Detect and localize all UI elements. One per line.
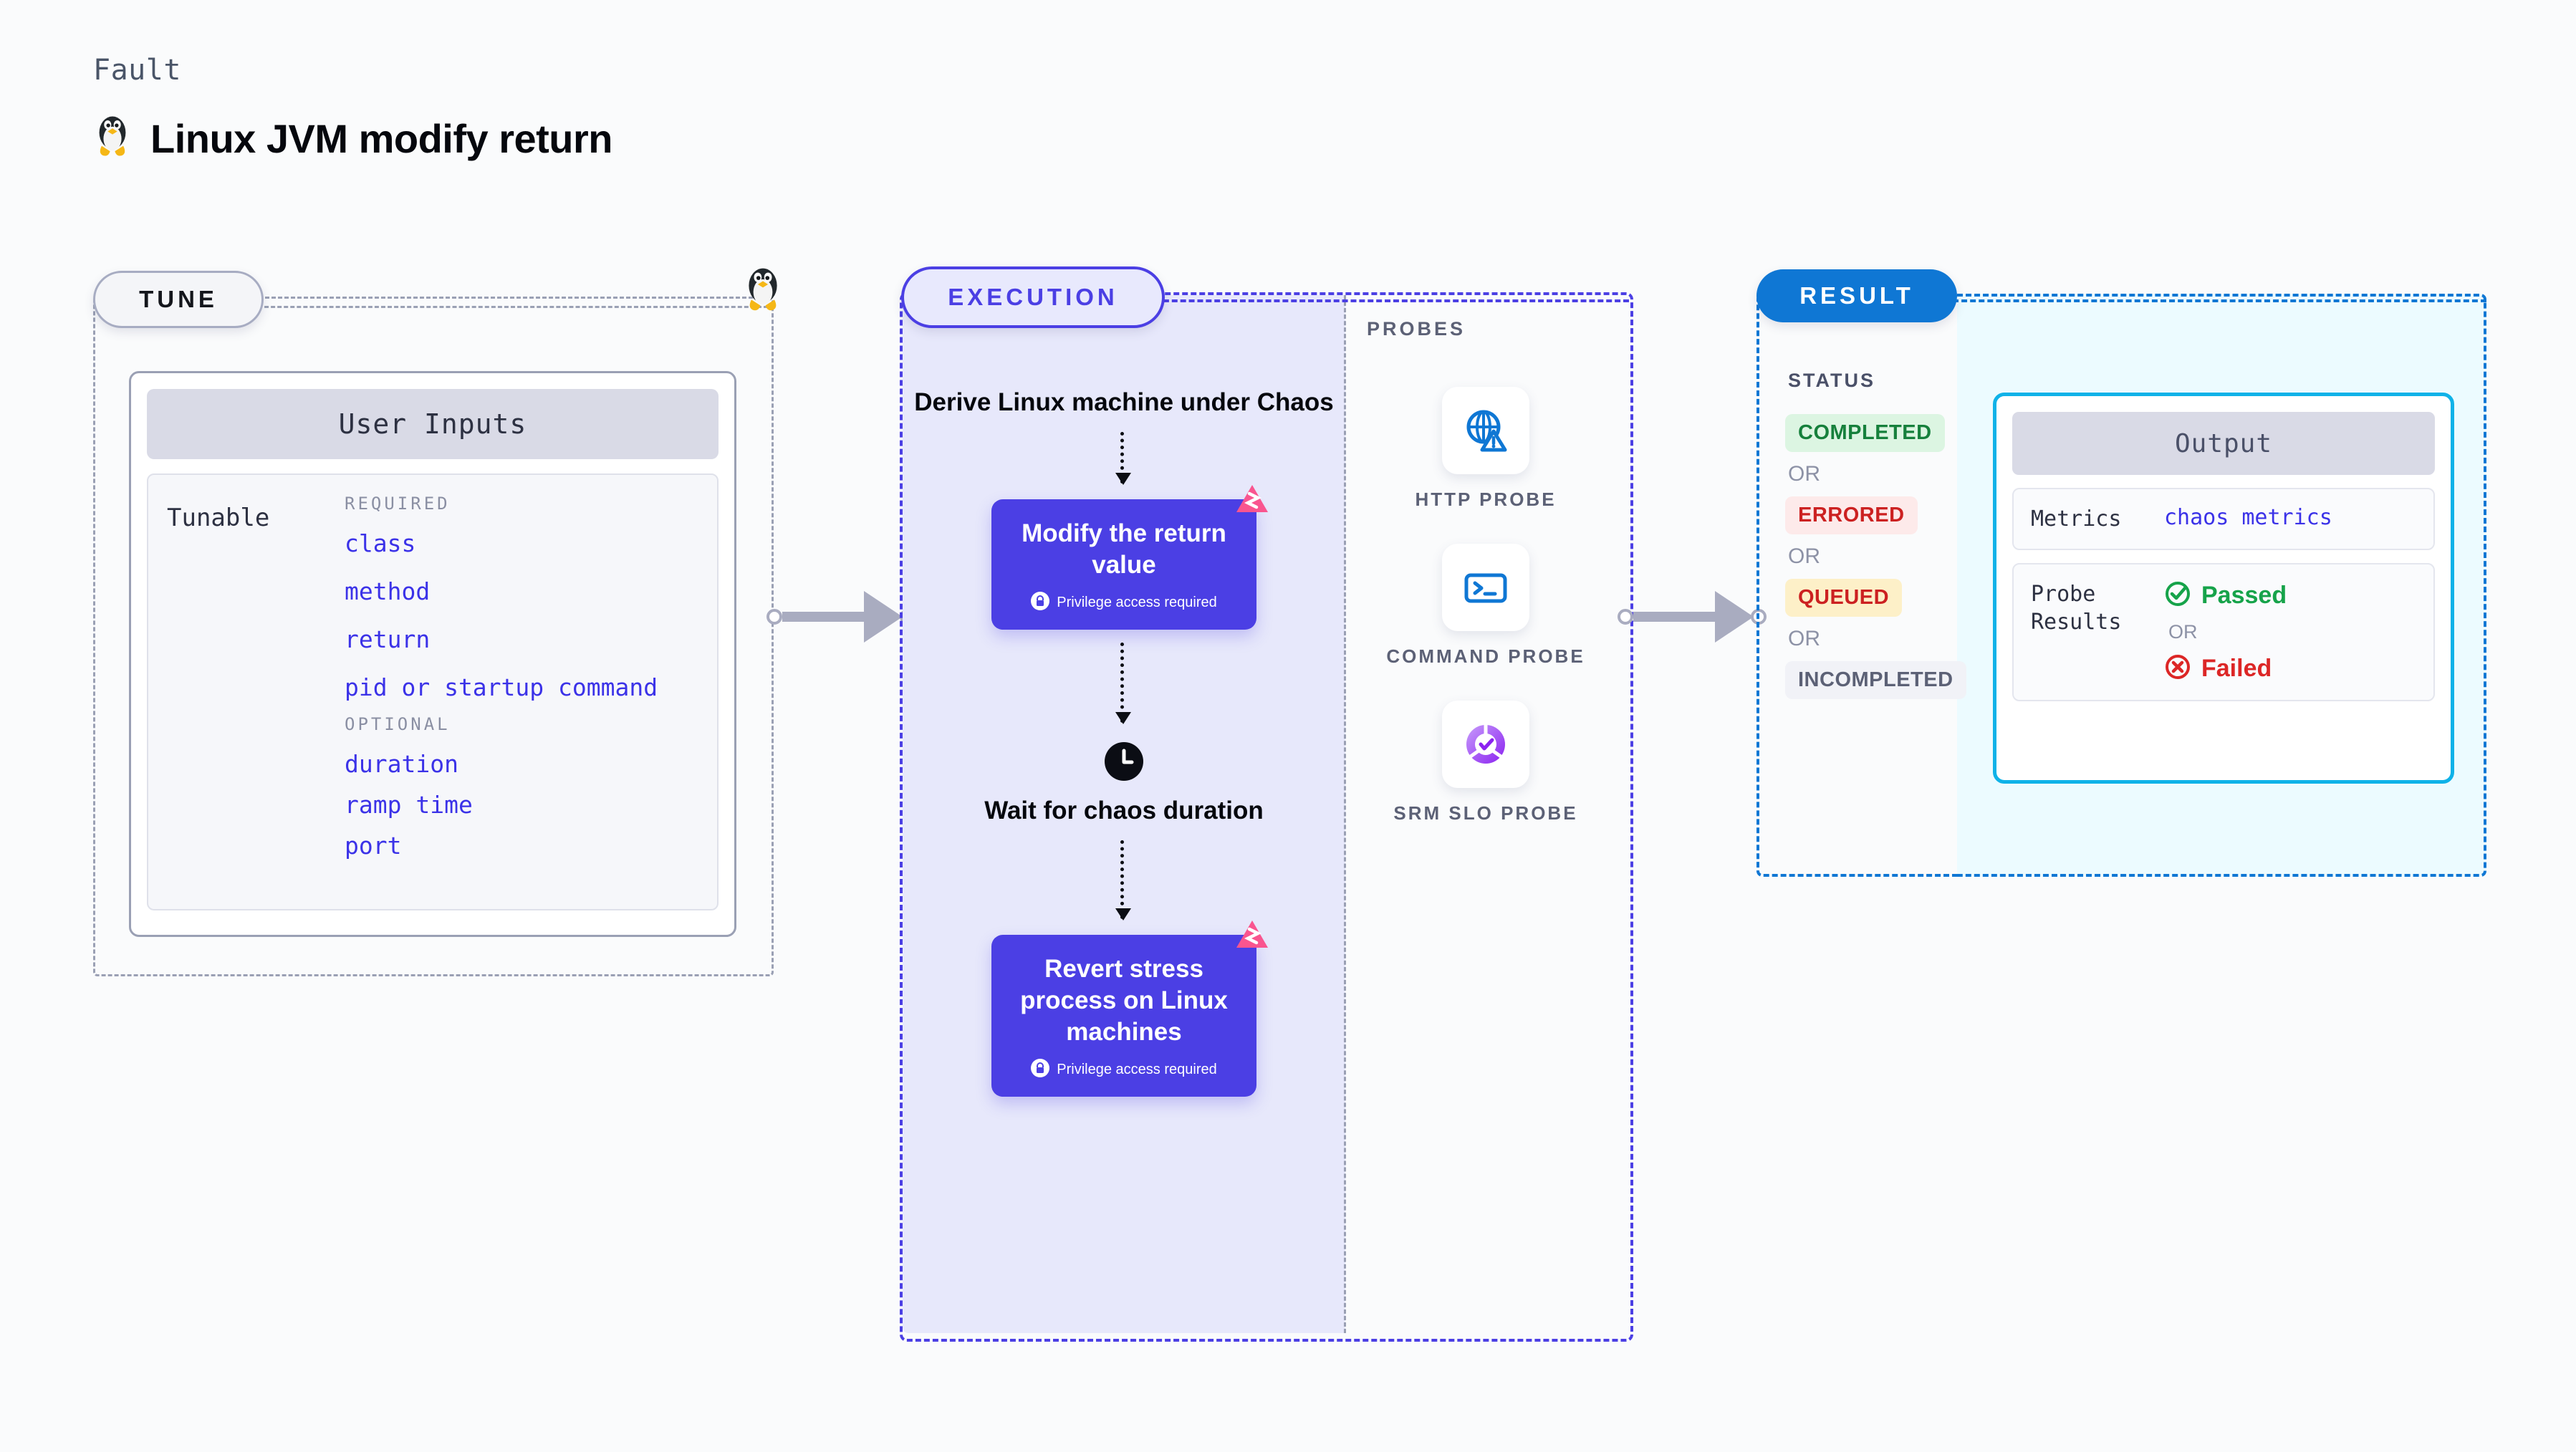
probes-to-result-arrow xyxy=(1618,591,1767,643)
page-title: Linux JVM modify return xyxy=(150,116,613,161)
execution-pill[interactable]: EXECUTION xyxy=(901,266,1165,328)
optional-group-label: OPTIONAL xyxy=(345,714,451,734)
result-top-dashed-line xyxy=(1953,299,2486,302)
lock-icon xyxy=(1031,1059,1050,1081)
tune-top-dashed-line xyxy=(258,306,768,308)
probe-item-command[interactable]: COMMAND PROBE xyxy=(1386,544,1585,669)
execution-step-wait-label: Wait for chaos duration xyxy=(984,797,1264,825)
flow-connector-arrow xyxy=(1115,643,1131,725)
result-pill[interactable]: RESULT xyxy=(1756,269,1957,322)
output-card: Output Metrics chaos metrics Probe Resul… xyxy=(1993,393,2454,784)
check-circle-icon xyxy=(2164,580,2191,611)
status-badge-errored: ERRORED xyxy=(1785,496,1918,534)
slo-gauge-check-icon xyxy=(1441,701,1529,789)
flow-connector-arrow xyxy=(1115,431,1131,485)
output-metrics-key: Metrics xyxy=(2031,506,2122,532)
execution-card-title: Modify the return value xyxy=(1022,519,1226,579)
probe-result-or: OR xyxy=(2168,621,2198,643)
probes-list: HTTP PROBE COMMAND PROBE xyxy=(1344,387,1628,826)
page-title-row: Linux JVM modify return xyxy=(93,115,613,163)
probe-item-http[interactable]: HTTP PROBE xyxy=(1415,387,1556,512)
tunable-return[interactable]: return xyxy=(345,625,431,653)
chaos-badge-icon xyxy=(1235,919,1269,956)
probe-results-values: Passed OR Failed xyxy=(2164,580,2287,684)
tune-section-box xyxy=(93,297,774,976)
status-list: COMPLETED OR ERRORED OR QUEUED OR INCOMP… xyxy=(1785,414,1966,699)
probe-name-command: COMMAND PROBE xyxy=(1386,645,1585,668)
execution-step-wait: Wait for chaos duration xyxy=(984,741,1264,827)
globe-warning-icon xyxy=(1441,387,1529,474)
probe-result-passed: Passed xyxy=(2164,580,2287,611)
user-inputs-card: User Inputs Tunable REQUIRED class metho… xyxy=(129,371,736,937)
tunable-pid-or-startup-command[interactable]: pid or startup command xyxy=(345,673,658,701)
user-inputs-header: User Inputs xyxy=(147,389,719,459)
execution-flow: Derive Linux machine under Chaos Modify … xyxy=(903,387,1345,1097)
probe-item-srm-slo[interactable]: SRM SLO PROBE xyxy=(1393,701,1577,826)
execution-card-modify-return[interactable]: Modify the return value Privilege access… xyxy=(991,484,1268,630)
arrow-start-dot xyxy=(1618,609,1633,625)
tunable-class[interactable]: class xyxy=(345,529,416,557)
output-header: Output xyxy=(2012,412,2435,475)
output-metrics-row: Metrics chaos metrics xyxy=(2012,488,2435,550)
arrow-shaft xyxy=(782,612,865,622)
flow-connector-arrow xyxy=(1115,840,1131,921)
linux-tux-icon xyxy=(93,115,132,163)
execution-fill xyxy=(903,295,1345,1333)
privilege-note-text: Privilege access required xyxy=(1057,595,1217,611)
probe-name-srm-slo: SRM SLO PROBE xyxy=(1393,802,1578,824)
status-badge-queued: QUEUED xyxy=(1785,579,1903,617)
execution-top-dashed-line xyxy=(1155,299,1629,302)
privilege-note: Privilege access required xyxy=(1006,592,1242,614)
output-metrics-value[interactable]: chaos metrics xyxy=(2164,505,2332,530)
tunable-port[interactable]: port xyxy=(345,832,402,860)
status-badge-incompleted: INCOMPLETED xyxy=(1785,661,1966,699)
tunable-duration[interactable]: duration xyxy=(345,750,458,778)
arrow-head xyxy=(1715,591,1754,643)
tunable-ramp-time[interactable]: ramp time xyxy=(345,791,473,819)
tune-to-execution-arrow xyxy=(766,591,915,643)
arrow-shaft xyxy=(1633,612,1716,622)
terminal-icon xyxy=(1442,544,1529,632)
lock-icon xyxy=(1031,592,1050,614)
tunable-groups: REQUIRED class method return pid or star… xyxy=(345,494,658,909)
tunable-panel: Tunable REQUIRED class method return pid… xyxy=(147,473,719,910)
execution-card-revert-stress[interactable]: Revert stress process on Linux machines … xyxy=(991,920,1268,1097)
tunable-row-label: Tunable xyxy=(167,504,270,532)
execution-probes-box xyxy=(900,292,1633,1342)
status-or-2: OR xyxy=(1788,544,1820,568)
tune-pill[interactable]: TUNE xyxy=(93,271,264,328)
status-label: STATUS xyxy=(1788,370,1875,391)
privilege-note: Privilege access required xyxy=(1006,1059,1242,1081)
privilege-note-text: Privilege access required xyxy=(1057,1062,1217,1078)
status-or-1: OR xyxy=(1788,462,1820,486)
status-badge-completed: COMPLETED xyxy=(1785,414,1945,452)
probe-result-failed-label: Failed xyxy=(2201,655,2272,682)
arrow-head xyxy=(864,591,903,643)
probes-divider xyxy=(1344,295,1346,1333)
probe-name-http: HTTP PROBE xyxy=(1415,489,1557,510)
probe-result-failed: Failed xyxy=(2164,653,2287,684)
probes-label: PROBES xyxy=(1367,318,1466,340)
x-circle-icon xyxy=(2164,653,2191,684)
tunable-method[interactable]: method xyxy=(345,577,431,605)
clock-icon xyxy=(1104,741,1144,785)
execution-card-title: Revert stress process on Linux machines xyxy=(1020,955,1228,1046)
status-or-3: OR xyxy=(1788,627,1820,650)
probe-result-passed-label: Passed xyxy=(2201,582,2287,609)
execution-step-derive-machine: Derive Linux machine under Chaos xyxy=(914,388,1334,416)
output-probe-results-row: Probe Results Passed OR xyxy=(2012,563,2435,701)
output-probe-results-key: Probe Results xyxy=(2031,582,2122,635)
chaos-badge-icon xyxy=(1235,484,1269,520)
arrow-start-dot xyxy=(766,609,782,625)
required-group-label: REQUIRED xyxy=(345,494,451,514)
fault-kicker-label: Fault xyxy=(93,54,181,87)
linux-tux-icon xyxy=(742,266,784,317)
